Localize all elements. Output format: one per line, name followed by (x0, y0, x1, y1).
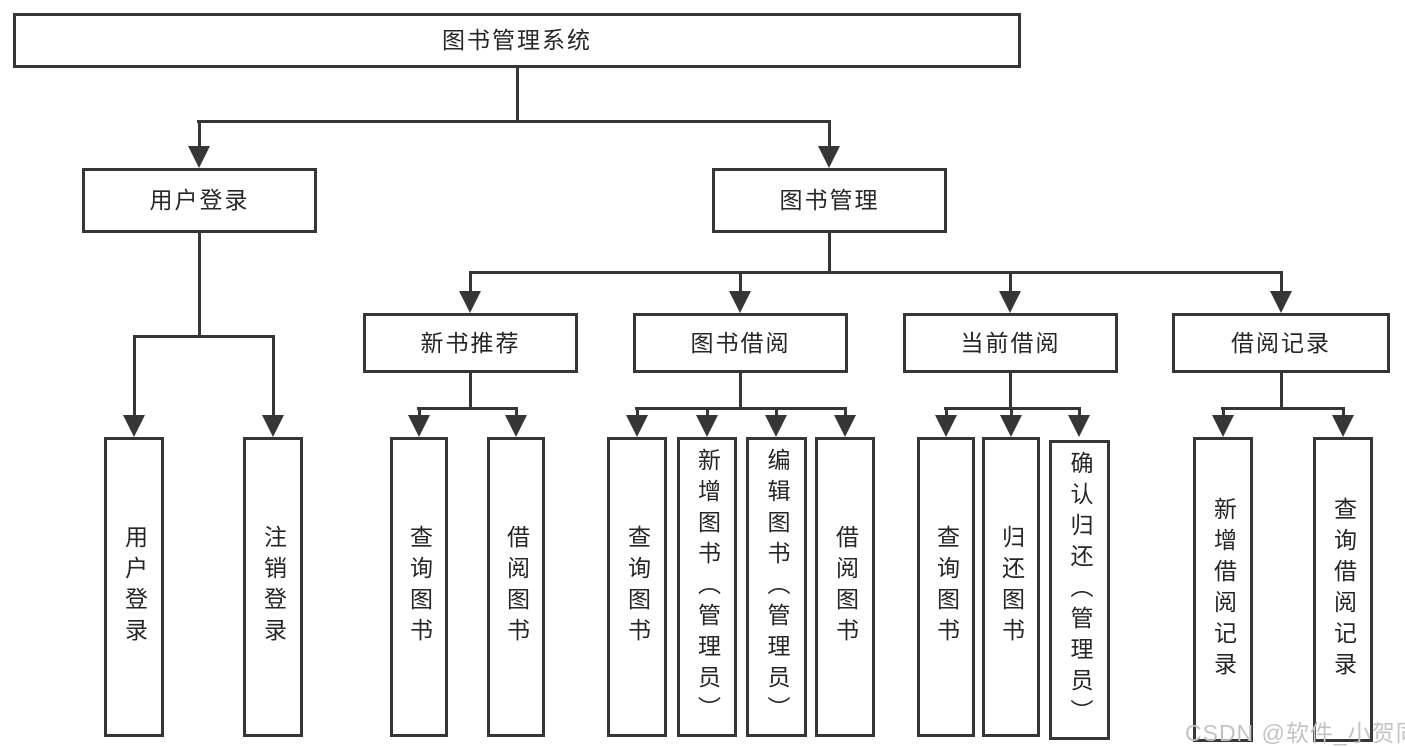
leaf-records-query-record: 查询借阅记录 (1313, 437, 1373, 742)
node-book-management: 图书管理 (712, 168, 947, 233)
connector-nb-query-stem (418, 407, 421, 417)
connector-leaf-login-stem (133, 335, 136, 419)
connector-bb-query-stem (636, 407, 639, 417)
node-borrowing-records: 借阅记录 (1172, 313, 1390, 373)
arrowhead-nb-query (408, 415, 430, 437)
node-book-borrowing: 图书借阅 (633, 313, 848, 373)
connector-borrowing-stem (739, 271, 742, 293)
arrowhead-cb-return (1000, 415, 1022, 437)
leaf-borrowing-add-books-admin: 新增图书（管理员） (677, 437, 737, 737)
connector-bb-edit-stem (775, 407, 778, 417)
connector-bb-add-stem (706, 407, 709, 417)
connector-bookmgmt-down (828, 233, 831, 273)
arrowhead-cb-confirm (1068, 415, 1090, 437)
leaf-recommend-query-books: 查询图书 (390, 437, 448, 737)
connector-newbook-stem (469, 271, 472, 293)
node-library-system: 图书管理系统 (13, 13, 1021, 68)
leaf-borrowing-query-books: 查询图书 (607, 437, 667, 737)
connector-level3-hline (469, 271, 1282, 274)
connector-newbook-down (469, 373, 472, 409)
connector-records-down (1280, 373, 1283, 409)
connector-br-query-stem (1342, 407, 1345, 417)
connector-currentborrow-down (1009, 373, 1012, 409)
arrowhead-currentborrow (999, 291, 1021, 313)
arrowhead-userlogin (188, 146, 210, 168)
arrowhead-borrowing (729, 291, 751, 313)
leaf-logout: 注销登录 (243, 437, 303, 737)
arrowhead-newbook (459, 291, 481, 313)
node-new-book-recommend: 新书推荐 (363, 313, 578, 373)
connector-root-stem (516, 68, 519, 122)
leaf-user-login: 用户登录 (104, 437, 164, 737)
connector-cb-return-stem (1010, 407, 1013, 417)
connector-borrowing-down (739, 373, 742, 409)
connector-cb-query-stem (945, 407, 948, 417)
leaf-recommend-borrow-books: 借阅图书 (487, 437, 545, 737)
arrowhead-leaf-logout (262, 415, 284, 437)
node-user-login: 用户登录 (82, 168, 317, 233)
connector-cb-confirm-stem (1078, 407, 1081, 417)
connector-nb-borrow-stem (515, 407, 518, 417)
arrowhead-bb-edit (765, 415, 787, 437)
arrowhead-bb-query (626, 415, 648, 437)
connector-userlogin-down (198, 233, 201, 337)
connector-borrowing-hline (635, 407, 847, 410)
arrowhead-cb-query (935, 415, 957, 437)
connector-br-add-stem (1222, 407, 1225, 417)
leaf-records-add-record: 新增借阅记录 (1193, 437, 1253, 742)
connector-records-stem (1280, 271, 1283, 293)
arrowhead-bb-borrow (834, 415, 856, 437)
csdn-watermark: CSDN @软件_小贺同学 (1185, 720, 1405, 746)
leaf-current-query-books: 查询图书 (917, 437, 975, 737)
leaf-borrowing-edit-books-admin: 编辑图书（管理员） (746, 437, 807, 737)
connector-newbook-hline (417, 407, 518, 410)
leaf-borrowing-borrow-books: 借阅图书 (815, 437, 875, 737)
leaf-current-return-books: 归还图书 (982, 437, 1040, 737)
arrowhead-records (1270, 291, 1292, 313)
connector-bookmgmt-stem (828, 120, 831, 150)
connector-bb-borrow-stem (844, 407, 847, 417)
arrowhead-leaf-login (123, 415, 145, 437)
arrowhead-br-add (1212, 415, 1234, 437)
connector-level1-hline (197, 120, 831, 123)
connector-records-hline (1221, 407, 1345, 410)
arrowhead-br-query (1332, 415, 1354, 437)
arrowhead-bookmgmt (818, 146, 840, 168)
connector-leaf-logout-stem (272, 335, 275, 419)
connector-currentborrow-stem (1009, 271, 1012, 293)
arrowhead-nb-borrow (505, 415, 527, 437)
arrowhead-bb-add (696, 415, 718, 437)
node-current-borrowing: 当前借阅 (903, 313, 1118, 373)
connector-userlogin-stem (198, 120, 201, 150)
leaf-current-confirm-return-admin: 确认归还（管理员） (1049, 440, 1110, 740)
connector-userlogin-hline (133, 335, 274, 338)
